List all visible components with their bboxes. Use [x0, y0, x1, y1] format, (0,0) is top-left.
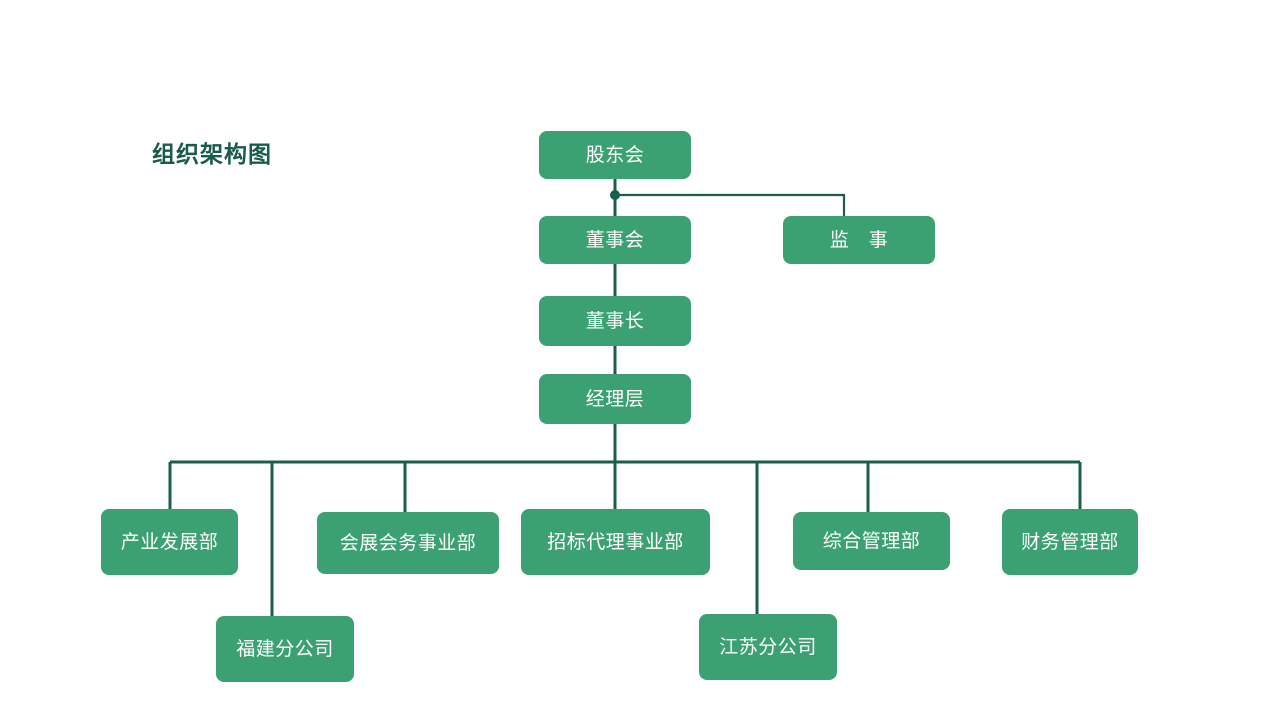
node-industry-development-dept[interactable]: 产业发展部 [101, 509, 238, 575]
node-board-of-directors[interactable]: 董事会 [539, 216, 691, 264]
node-management-level[interactable]: 经理层 [539, 374, 691, 424]
node-label: 经理层 [585, 388, 645, 410]
node-label: 董事会 [585, 229, 645, 251]
node-chairman[interactable]: 董事长 [539, 296, 691, 346]
node-label: 综合管理部 [822, 530, 921, 552]
junction-dot [610, 190, 620, 200]
node-label: 会展会务事业部 [339, 532, 477, 554]
node-fujian-branch[interactable]: 福建分公司 [216, 616, 354, 682]
node-supervisor[interactable]: 监 事 [783, 216, 935, 264]
node-label: 产业发展部 [120, 531, 219, 553]
node-label: 江苏分公司 [719, 636, 817, 658]
node-jiangsu-branch[interactable]: 江苏分公司 [699, 614, 837, 680]
node-label: 招标代理事业部 [547, 531, 684, 553]
node-label: 董事长 [585, 310, 645, 332]
node-general-management-dept[interactable]: 综合管理部 [793, 512, 950, 570]
node-bidding-agency-dept[interactable]: 招标代理事业部 [521, 509, 710, 575]
node-finance-management-dept[interactable]: 财务管理部 [1002, 509, 1138, 575]
node-label: 福建分公司 [236, 638, 334, 660]
node-label: 财务管理部 [1021, 531, 1119, 553]
node-shareholders-meeting[interactable]: 股东会 [539, 131, 691, 179]
node-label: 股东会 [585, 144, 645, 166]
node-label: 监 事 [829, 229, 889, 251]
page-title: 组织架构图 [152, 141, 272, 167]
edge-shareholders-supervisor [615, 193, 846, 216]
node-exhibition-conference-dept[interactable]: 会展会务事业部 [317, 512, 499, 574]
